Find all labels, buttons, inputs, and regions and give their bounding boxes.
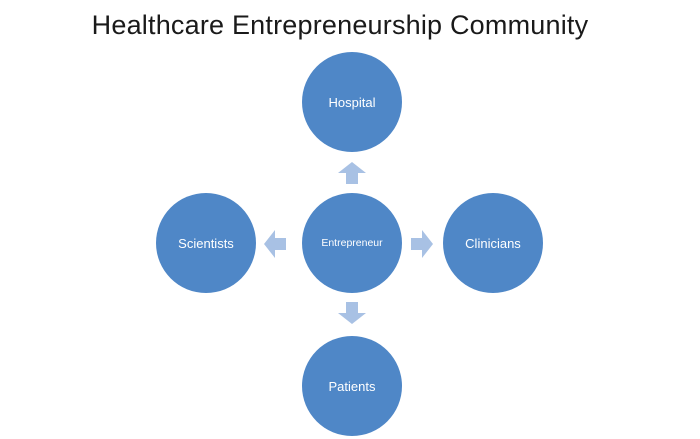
arrow-down-icon (337, 301, 367, 325)
node-entrepreneur: Entrepreneur (302, 193, 402, 293)
node-clinicians: Clinicians (443, 193, 543, 293)
node-hospital: Hospital (302, 52, 402, 152)
arrow-left-icon (263, 229, 287, 259)
node-patients-label: Patients (328, 378, 376, 394)
node-hospital-label: Hospital (328, 94, 376, 110)
node-clinicians-label: Clinicians (465, 235, 521, 251)
node-scientists: Scientists (156, 193, 256, 293)
node-scientists-label: Scientists (178, 235, 234, 251)
arrow-right-icon (410, 229, 434, 259)
node-entrepreneur-label: Entrepreneur (321, 237, 383, 249)
node-patients: Patients (302, 336, 402, 436)
slide-title: Healthcare Entrepreneurship Community (91, 10, 589, 40)
arrow-up-icon (337, 161, 367, 185)
